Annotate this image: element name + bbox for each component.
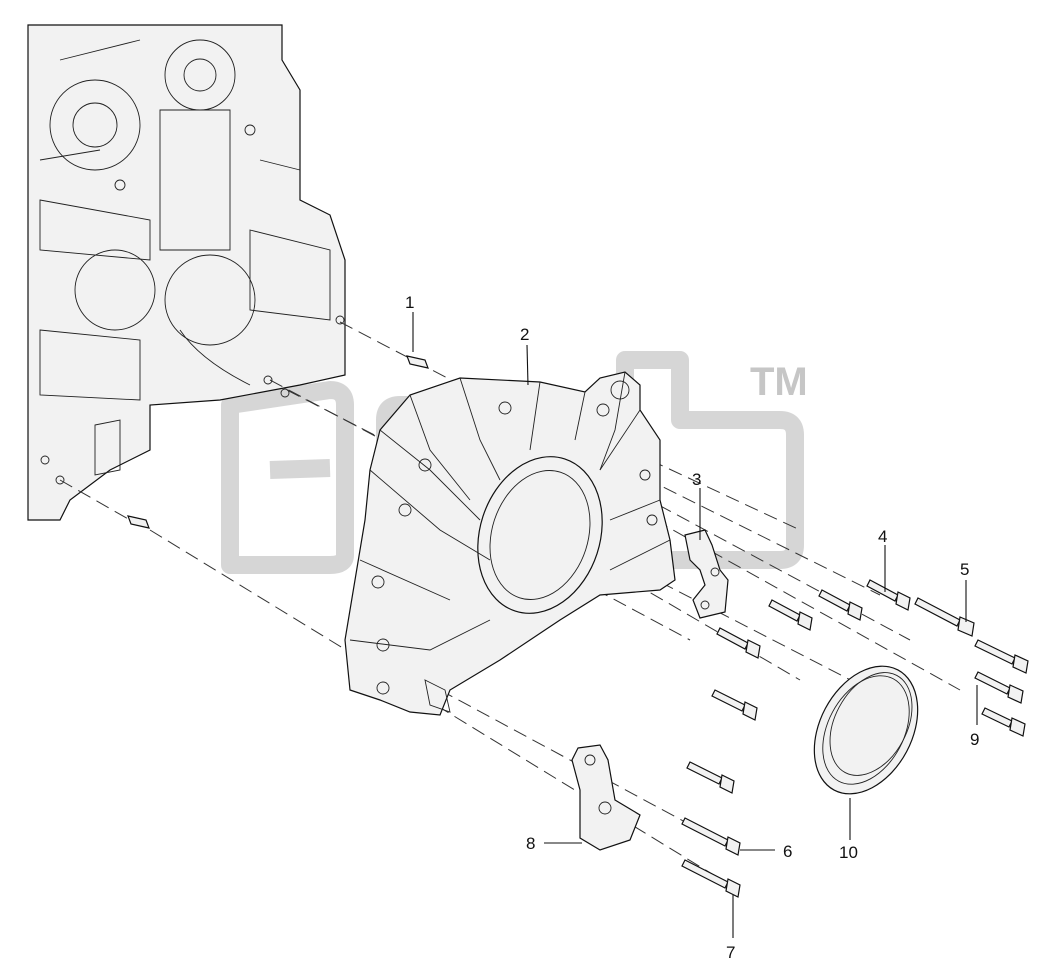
- dowel-pin-upper: [406, 355, 429, 369]
- bolt: [681, 817, 741, 856]
- callout-6: 6: [783, 842, 792, 861]
- flywheel-housing: [344, 371, 676, 716]
- bolt: [981, 707, 1026, 737]
- bracket-lower: [571, 744, 641, 851]
- bolt: [974, 639, 1029, 674]
- callout-7: 7: [726, 943, 735, 962]
- engine-block: [27, 24, 346, 521]
- bracket-upper: [684, 529, 729, 619]
- bolt: [818, 589, 863, 621]
- bolt: [768, 599, 813, 631]
- bolt: [914, 597, 975, 637]
- bolt: [974, 671, 1024, 704]
- bolts: [681, 579, 1029, 898]
- bolt: [686, 761, 735, 794]
- callout-labels: 1 2 3 4 5 6 7 8 9 10: [405, 293, 979, 962]
- callout-10: 10: [839, 843, 858, 862]
- callout-4: 4: [878, 527, 887, 546]
- bolt: [866, 579, 911, 611]
- leader-lines: [412, 312, 978, 938]
- bolt: [711, 689, 758, 721]
- dowel-pin-lower: [127, 515, 150, 529]
- callout-8: 8: [526, 834, 535, 853]
- crankshaft-seal: [813, 665, 919, 795]
- callout-3: 3: [692, 470, 701, 489]
- callout-5: 5: [960, 560, 969, 579]
- bolt: [716, 627, 761, 659]
- watermark-trademark: TM: [750, 360, 808, 404]
- bolt: [681, 859, 741, 898]
- callout-9: 9: [970, 730, 979, 749]
- callout-1: 1: [405, 293, 414, 312]
- callout-2: 2: [520, 325, 529, 344]
